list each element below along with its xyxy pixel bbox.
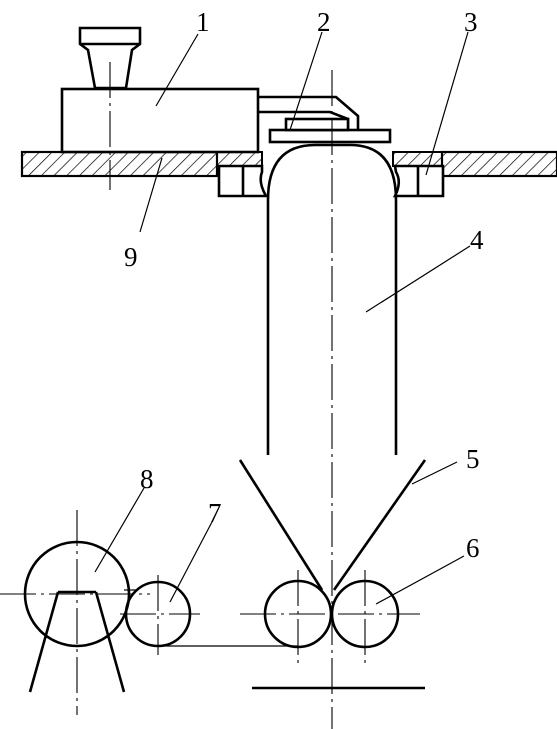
collapsing-frame — [238, 459, 427, 591]
label-2: 2 — [317, 7, 331, 37]
film-path — [124, 589, 298, 647]
floor-slab — [20, 150, 557, 178]
extruder — [60, 26, 360, 154]
part-labels: 1 2 3 4 5 6 7 8 9 — [124, 7, 484, 563]
label-7: 7 — [208, 498, 222, 528]
cooling-ring — [217, 164, 445, 198]
label-8: 8 — [140, 464, 154, 494]
label-3: 3 — [464, 7, 478, 37]
nip-rollers — [252, 579, 425, 690]
label-6: 6 — [466, 533, 480, 563]
leader-lines — [94, 31, 471, 605]
label-5: 5 — [466, 444, 480, 474]
die-head — [268, 117, 392, 144]
centre-lines — [0, 62, 420, 729]
label-4: 4 — [470, 225, 484, 255]
label-1: 1 — [196, 7, 210, 37]
label-9: 9 — [124, 242, 138, 272]
